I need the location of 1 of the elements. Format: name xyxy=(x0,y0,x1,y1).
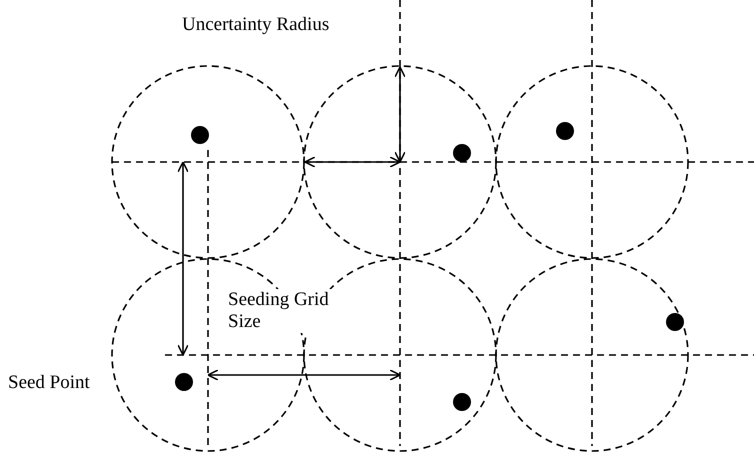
dimension-label: Uncertainty Radius xyxy=(180,14,332,36)
